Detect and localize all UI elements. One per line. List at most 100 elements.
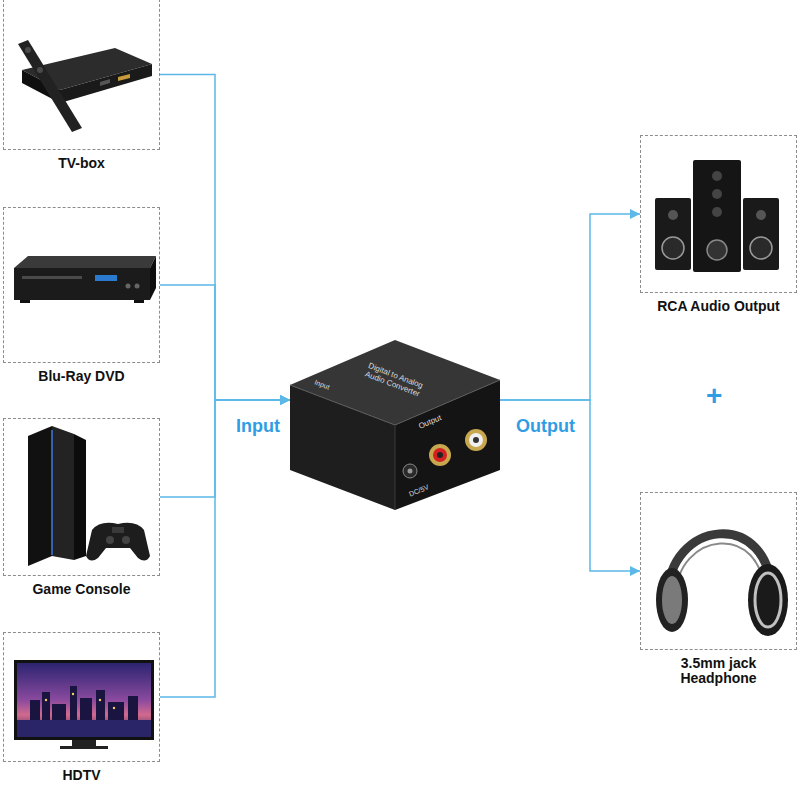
tv-box-picture-part: [60, 64, 152, 103]
converter-picture-part: [395, 380, 500, 510]
speakers-picture-part: [712, 207, 722, 217]
signal-connector: [500, 400, 640, 571]
bluray-player-picture-part: [150, 256, 156, 300]
speakers-picture-part: [655, 198, 691, 270]
game-console-picture-part: [106, 536, 114, 544]
tv-box-picture-part: [118, 74, 130, 81]
bluray-player-picture-part: [22, 276, 82, 279]
plus-sign: +: [706, 382, 722, 410]
bluray-player-picture-part: [14, 256, 156, 268]
signal-connector: [500, 214, 640, 400]
hdtv-picture-part: [45, 699, 47, 701]
hdtv-picture-part: [72, 740, 96, 746]
game-console-picture: [28, 426, 150, 566]
signal-connector: [160, 400, 290, 497]
converter-picture: [290, 340, 500, 510]
device-label: Blu-Ray DVD: [3, 369, 160, 384]
hdtv-picture: [14, 660, 154, 749]
converter-picture-part: [469, 433, 483, 447]
hdtv-picture-part: [14, 660, 154, 740]
bluray-player-picture-part: [14, 268, 150, 300]
output-device-box: RCA Audio Output: [640, 135, 797, 293]
converter-picture-part: [465, 429, 487, 451]
converter-box: Digital to Analog Audio Converter InputOu…: [290, 338, 500, 512]
headphones-picture-part: [656, 568, 688, 632]
speakers-picture-part: [743, 198, 779, 270]
source-device-box: TV-box: [3, 0, 160, 150]
game-console-picture-part: [112, 527, 124, 533]
converter-picture-part: [473, 437, 479, 443]
source-device-box: HDTV: [3, 632, 160, 762]
device-print: Input: [313, 378, 330, 391]
speakers-picture-part: [693, 160, 741, 272]
converter-picture-part: [429, 444, 451, 466]
tv-box-picture-part: [25, 47, 31, 53]
bluray-player-picture-part: [135, 284, 140, 289]
headphones-picture-part: [662, 576, 682, 624]
output-device-box: 3.5mm jack Headphone: [640, 492, 797, 650]
device-print: DC/5V: [408, 483, 430, 498]
tv-box-picture-part: [37, 67, 43, 73]
tv-box-picture: [18, 40, 152, 132]
converter-picture-part: [403, 464, 417, 478]
converter-picture-part: [290, 385, 395, 510]
headphones-picture-part: [755, 573, 781, 627]
hdtv-picture-part: [60, 746, 108, 749]
source-device-box: Game Console: [3, 418, 160, 576]
hdtv-picture-part: [80, 698, 92, 720]
flow-label: Output: [516, 417, 575, 435]
device-label: 3.5mm jack Headphone: [657, 656, 781, 686]
hdtv-picture-part: [96, 690, 105, 720]
game-console-picture-part: [86, 523, 150, 561]
bluray-player-picture: [14, 256, 156, 303]
game-console-picture-part: [52, 426, 74, 560]
bluray-player-picture-part: [126, 284, 131, 289]
hdtv-picture-part: [17, 720, 151, 737]
signal-connector: [160, 400, 290, 697]
speakers-picture-part: [668, 210, 678, 220]
tv-box-picture-part: [100, 79, 110, 86]
hdtv-picture-part: [113, 707, 115, 709]
headphones-picture-part: [748, 564, 788, 636]
converter-picture-part: [433, 448, 447, 462]
hdtv-picture-part: [17, 663, 151, 737]
speakers-picture-part: [662, 237, 684, 259]
game-console-picture-part: [28, 426, 52, 566]
signal-connector: [160, 75, 290, 401]
speakers-picture: [655, 160, 779, 272]
speakers-picture-part: [750, 237, 772, 259]
speakers-picture-part: [707, 240, 727, 260]
converter-picture-part: [437, 452, 443, 458]
hdtv-picture-part: [108, 702, 124, 720]
converter-picture-part: [395, 425, 396, 510]
speakers-picture-part: [712, 171, 722, 181]
game-console-picture-part: [74, 434, 86, 560]
speakers-picture-part: [756, 210, 766, 220]
device-print: Digital to Analog Audio Converter: [355, 358, 433, 402]
game-console-picture-part: [51, 430, 53, 555]
hdtv-picture-part: [128, 696, 138, 720]
bluray-player-picture-part: [134, 300, 144, 303]
connector-group: [160, 75, 640, 698]
flow-label: Input: [236, 417, 280, 435]
hdtv-picture-part: [99, 699, 101, 701]
bluray-player-picture-part: [95, 275, 117, 281]
device-label: Game Console: [3, 582, 160, 597]
bluray-player-picture-part: [20, 300, 30, 303]
device-print: Output: [417, 413, 443, 431]
source-device-box: Blu-Ray DVD: [3, 207, 160, 363]
device-label: TV-box: [3, 156, 160, 171]
hdtv-picture-part: [42, 692, 50, 720]
device-label: HDTV: [3, 768, 160, 783]
hdtv-picture-part: [52, 704, 66, 720]
device-label: RCA Audio Output: [640, 299, 797, 314]
tv-box-picture-part: [18, 40, 82, 132]
speakers-picture-part: [712, 189, 722, 199]
hdtv-picture-part: [72, 693, 74, 695]
hdtv-picture-part: [70, 686, 77, 720]
signal-connector: [160, 285, 290, 400]
headphones-picture: [656, 534, 788, 636]
